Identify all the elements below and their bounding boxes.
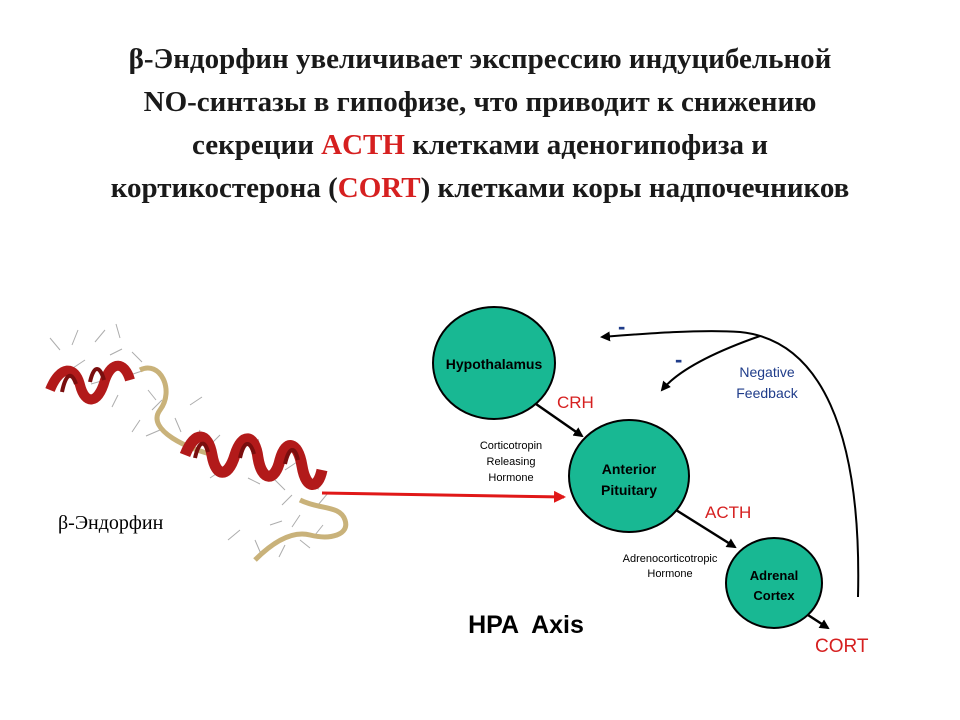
feedback-minus-sign-2: - [675,347,682,372]
hpa-axis-caption: HPA Axis [468,611,584,639]
pituitary-label-line-1: Anterior [602,461,657,477]
negative-feedback-label-line-1: Negative [739,364,794,380]
negative-feedback-label-line-2: Feedback [736,385,798,401]
pituitary-label-line-2: Pituitary [601,482,657,498]
crh-full-name-line-3: Hormone [488,472,533,484]
molecule-helix-2 [179,431,328,490]
title-line-4: кортикостерона (CORT) клетками коры надп… [20,167,940,210]
title-line-1: β-Эндорфин увеличивает экспрессию индуци… [128,43,832,75]
title-line-4-post: ) клетками коры надпочечников [420,172,850,204]
title-line-3-pre: секреции [191,129,322,161]
title-line-4-pre: кортикостерона ( [110,172,338,204]
beta-endorphin-effect-arrow [321,490,566,503]
title-cort-highlight: CORT [337,172,421,204]
acth-arrow [675,508,737,549]
acth-full-name-line-2: Hormone [647,568,692,580]
crh-full-name-line-1: Corticotropin [480,440,542,452]
title-acth-highlight: ACTH [321,129,405,161]
beta-endorphin-molecule-image [45,323,349,562]
adrenal-label-line-1: Adrenal [750,568,798,583]
title-line-3: секреции ACTH клетками аденогипофиза и [20,124,940,167]
hypothalamus-node [432,306,556,420]
slide-title: β-Эндорфин увеличивает экспрессию индуци… [20,38,940,210]
adrenal-label-line-2: Cortex [753,588,795,603]
beta-endorphin-label: β-Эндорфин [58,512,164,534]
crh-arrow [535,402,584,438]
acth-full-name-line-1: Adrenocorticotropic [623,553,718,565]
anterior-pituitary-node [568,419,690,533]
adrenal-cortex-node [725,537,823,629]
hypothalamus-label: Hypothalamus [446,356,543,372]
crh-full-name-line-2: Releasing [487,456,536,468]
molecule-coil-2 [253,497,349,562]
feedback-to-hypothalamus-arrow [600,330,860,598]
feedback-minus-sign-1: - [618,314,625,339]
cort-label: CORT [815,636,869,657]
crh-label: CRH [557,393,594,412]
molecule-helix-1 [45,360,135,405]
title-line-2: NO-синтазы в гипофизе, что приводит к сн… [143,86,817,118]
title-line-3-post: клетками аденогипофиза и [404,129,769,161]
feedback-to-pituitary-arrow [660,335,761,392]
acth-label: ACTH [705,503,751,522]
cort-arrow [807,613,830,630]
